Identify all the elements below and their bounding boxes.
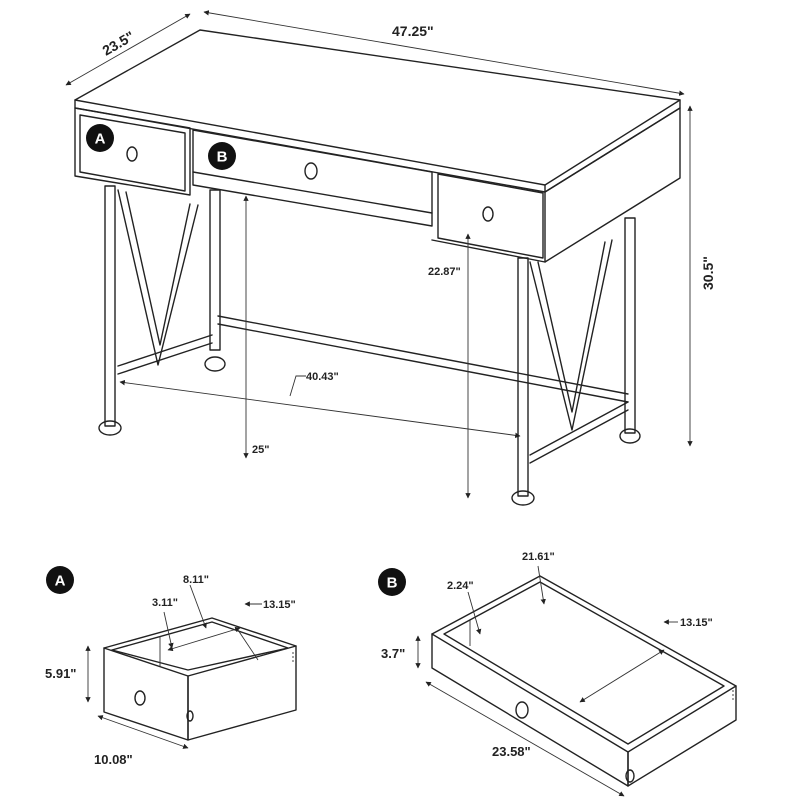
drawer-b-interior-height-label: 2.24" — [447, 580, 474, 592]
right-leg-frame — [511, 217, 641, 506]
left-leg-frame — [98, 185, 226, 436]
desk-right-panel — [544, 107, 681, 263]
svg-text:A: A — [95, 131, 106, 148]
drawer-a-knob — [126, 146, 138, 162]
drawer-b-box-right — [627, 685, 737, 787]
shelf-height-label: 25" — [252, 444, 269, 456]
drawer-b-box-front — [431, 633, 629, 787]
drawer-b-front-width-label: 23.58" — [492, 744, 531, 759]
drawer-b-detail-knob — [515, 701, 529, 719]
drawer-a-depth-dim — [167, 626, 241, 652]
drawer-b-knob — [304, 162, 318, 180]
drawer-b-interior-height-dim — [467, 591, 482, 635]
drawer-a-interior-height-label: 3.11" — [152, 597, 178, 609]
width-label: 47.25" — [392, 23, 434, 39]
right-back-foot — [619, 428, 641, 444]
width-dim-line — [203, 10, 685, 96]
drawer-b-length-label: 13.15" — [680, 617, 713, 629]
drawer-a-front-width-label: 10.08" — [94, 752, 133, 767]
back-stretcher — [217, 315, 629, 395]
drawer-a-housing — [74, 107, 191, 196]
drawer-a-interior-depth-label: 8.11" — [183, 574, 209, 586]
depth-dim-line — [65, 13, 191, 86]
drawer-a-front-height-label: 5.91" — [45, 666, 76, 681]
right-front-foot — [511, 490, 535, 506]
crossbar-width-label: 40.43" — [306, 371, 339, 383]
drawer-b-interior-width-dim — [537, 565, 546, 605]
crossbar-dim-line — [119, 379, 521, 439]
left-back-foot — [204, 356, 226, 372]
drawer-b-front-height-label: 3.7" — [381, 646, 405, 661]
svg-text:B: B — [387, 575, 398, 592]
badge-a-desk: A — [86, 124, 114, 152]
drawer-a-box-front — [103, 647, 189, 741]
drawer-a-front-width-dim — [97, 715, 189, 749]
badge-a-detail: A — [46, 566, 74, 594]
badge-b-detail: B — [378, 568, 406, 596]
drawer-a-detail-knob — [134, 690, 146, 706]
badge-b-desk: B — [208, 142, 236, 170]
left-front-foot — [98, 420, 122, 436]
drawer-a-front — [79, 114, 186, 192]
depth-label: 23.5" — [100, 28, 137, 59]
drawer-a-detail: A — [46, 566, 297, 749]
svg-text:A: A — [55, 573, 66, 590]
svg-text:B: B — [217, 149, 228, 166]
drawer-b-length-dim — [579, 649, 665, 703]
drawer-b-detail: B — [378, 565, 737, 797]
drawer-a-box-right — [187, 645, 297, 741]
drawer-b-front-width-dim — [425, 681, 625, 797]
desk-illustration — [65, 10, 693, 506]
drawer-a-length-label: 13.15" — [263, 599, 296, 611]
drawer-b-interior-width-label: 21.61" — [522, 551, 555, 563]
drawer-right-knob — [482, 206, 494, 222]
drawer-a-interior-height-dim — [163, 611, 174, 649]
drawer-right-front — [437, 173, 544, 259]
knee-height-label: 22.87" — [428, 266, 461, 278]
height-label: 30.5" — [700, 256, 716, 290]
